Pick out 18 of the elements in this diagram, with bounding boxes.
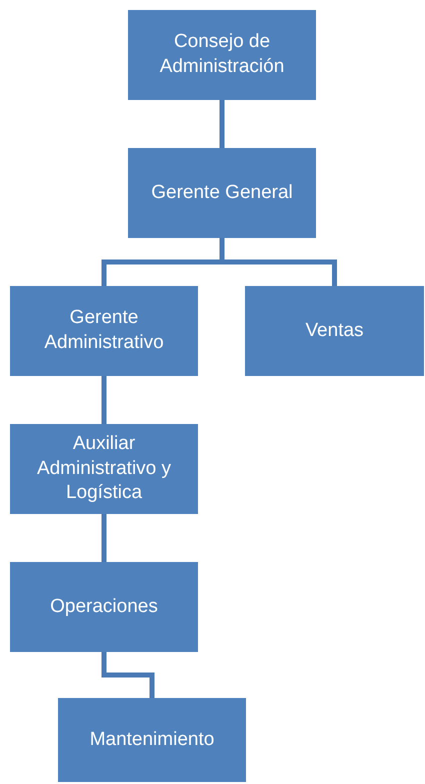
org-box xyxy=(128,10,316,100)
box-label: Operaciones xyxy=(50,594,158,619)
org-box xyxy=(245,286,424,376)
connector-line xyxy=(220,100,224,148)
box-label: Gerente Administrativo xyxy=(43,306,165,355)
box-label: Gerente General xyxy=(151,180,293,205)
org-box xyxy=(58,698,246,782)
connector-line xyxy=(102,514,106,562)
connector-line xyxy=(102,376,106,424)
box-label: Ventas xyxy=(305,318,364,343)
org-box xyxy=(128,148,316,238)
box-label: Auxiliar Administrativo y Logística xyxy=(36,432,172,506)
org-box xyxy=(10,562,198,652)
org-box xyxy=(10,424,198,514)
box-label: Consejo de Administración xyxy=(158,30,286,79)
connector-line xyxy=(102,652,154,698)
box-label: Mantenimiento xyxy=(90,728,214,752)
org-box xyxy=(10,286,198,376)
